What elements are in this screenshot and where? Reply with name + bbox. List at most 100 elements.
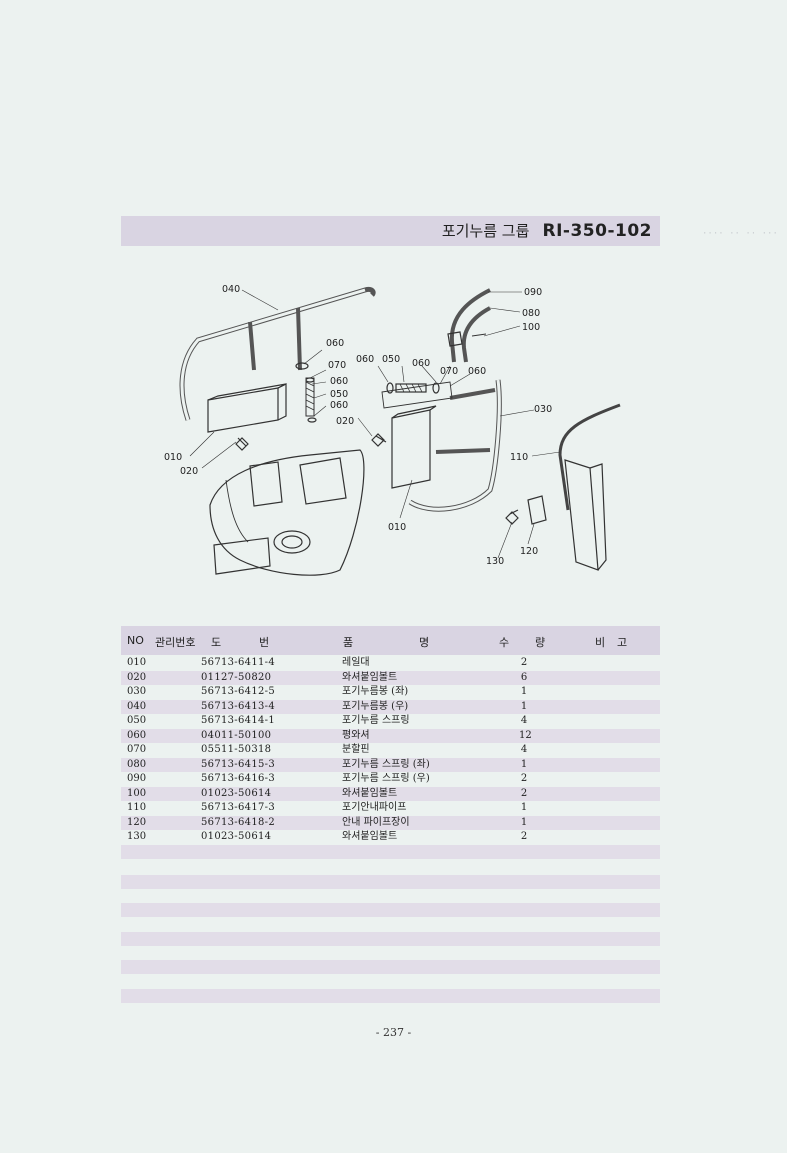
label-020: 020 — [336, 416, 354, 427]
cell-qty: 1 — [520, 686, 528, 697]
header-qty-1: 수 — [499, 636, 510, 649]
cell-part-name: 와셔붙임볼트 — [342, 787, 398, 799]
cell-qty: 6 — [520, 671, 528, 683]
label-060: 060 — [330, 376, 348, 387]
label-060: 060 — [356, 354, 374, 365]
table-row: 050 56713-6414-1 포기누름 스프링 4 — [121, 714, 660, 729]
cell-part-number: 56713-6415-3 — [201, 758, 275, 770]
cell-part-number: 56713-6418-2 — [201, 816, 275, 828]
cell-part-name: 안내 파이프장이 — [342, 816, 410, 828]
table-row: 080 56713-6415-3 포기누름 스프링 (좌) 1 — [121, 757, 660, 772]
cell-part-number: 56713-6412-5 — [201, 686, 275, 697]
cell-qty: 2 — [520, 773, 528, 784]
label-010: 010 — [164, 452, 182, 463]
cell-part-number: 56713-6414-1 — [201, 715, 275, 726]
cell-part-number: 01127-50820 — [201, 671, 272, 683]
label-080: 080 — [522, 308, 540, 319]
cell-part-name: 포기안내파이프 — [342, 802, 407, 813]
cell-qty: 2 — [520, 831, 528, 842]
parts-table-header: NO 관리번호 도 번 품 명 수 량 비 고 — [121, 626, 660, 655]
rail-010-left — [207, 387, 279, 433]
table-row: 030 56713-6412-5 포기누름봉 (좌) 1 — [121, 685, 660, 700]
cell-part-name: 포기누름봉 (좌) — [342, 686, 409, 697]
table-row: 040 56713-6413-4 포기누름봉 (우) 1 — [121, 699, 660, 714]
cell-qty: 1 — [520, 802, 528, 813]
empty-row-band — [121, 845, 660, 859]
table-row: 010 56713-6411-4 레일대 2 — [121, 656, 660, 671]
spring-080 — [461, 306, 491, 363]
cell-no: 020 — [127, 671, 147, 683]
label-100: 100 — [522, 322, 540, 333]
cell-no: 120 — [127, 816, 147, 828]
cell-qty: 1 — [520, 700, 528, 712]
cell-part-number: 01023-50614 — [201, 831, 272, 842]
table-row: 130 01023-50614 와셔붙임볼트 2 — [121, 830, 660, 845]
table-row: 100 01023-50614 와셔붙임볼트 2 — [121, 786, 660, 801]
header-mgmt-no: 관리번호 — [155, 636, 196, 649]
cell-no: 060 — [127, 729, 147, 741]
cell-qty: 4 — [520, 744, 528, 755]
group-code: RI-350-102 — [542, 221, 652, 241]
label-120: 120 — [520, 546, 538, 557]
section-title: 포기누름 그룹 RI-350-102 — [442, 220, 652, 241]
header-remark-2: 고 — [617, 636, 628, 649]
empty-row-band — [121, 903, 660, 917]
cell-part-name: 레일대 — [342, 657, 370, 668]
cell-qty: 2 — [520, 657, 528, 668]
page-number: - 237 - — [375, 1026, 412, 1039]
label-070: 070 — [440, 366, 458, 377]
cell-part-number: 56713-6417-3 — [201, 802, 275, 813]
label-020: 020 — [180, 466, 198, 477]
parts-table-body: 010 56713-6411-4 레일대 2 020 01127-50820 와… — [121, 656, 660, 845]
spring-050-right — [395, 383, 427, 393]
label-060: 060 — [330, 400, 348, 411]
header-name-1: 품 — [343, 636, 354, 649]
cell-no: 030 — [127, 686, 147, 697]
label-010: 010 — [388, 522, 406, 533]
label-110: 110 — [510, 452, 528, 463]
cell-qty: 12 — [519, 729, 532, 741]
faint-bleed-text: ···· ·· ·· ··· — [702, 229, 778, 239]
cell-part-number: 56713-6413-4 — [201, 700, 275, 712]
label-060: 060 — [468, 366, 486, 377]
header-drawing-1: 도 — [211, 636, 222, 649]
cell-qty: 1 — [520, 758, 528, 770]
header-no: NO — [127, 634, 144, 647]
cell-part-name: 분할핀 — [342, 744, 370, 755]
cell-no: 040 — [127, 700, 147, 712]
header-drawing-2: 번 — [259, 636, 270, 649]
label-040: 040 — [222, 284, 240, 295]
empty-row-band — [121, 960, 660, 974]
header-qty-2: 량 — [535, 636, 546, 649]
table-row: 070 05511-50318 분할핀 4 — [121, 743, 660, 758]
rod-030 — [408, 379, 502, 512]
empty-row-band — [121, 875, 660, 889]
cell-no: 100 — [127, 787, 147, 799]
empty-row-band — [121, 989, 660, 1003]
cell-qty: 2 — [520, 787, 528, 799]
label-130: 130 — [486, 556, 504, 567]
label-060: 060 — [412, 358, 430, 369]
label-090: 090 — [524, 287, 542, 298]
label-050: 050 — [382, 354, 400, 365]
cell-qty: 1 — [520, 816, 528, 828]
cell-part-number: 05511-50318 — [201, 744, 272, 755]
cell-part-name: 와셔붙임볼트 — [342, 671, 398, 683]
cell-part-number: 56713-6411-4 — [201, 657, 275, 668]
cell-no: 080 — [127, 758, 147, 770]
housing — [209, 449, 365, 576]
cell-no: 130 — [127, 831, 147, 842]
cell-no: 070 — [127, 744, 147, 755]
section-header: 포기누름 그룹 RI-350-102 — [121, 216, 660, 246]
cell-part-name: 포기누름봉 (우) — [342, 700, 409, 712]
header-name-2: 명 — [419, 636, 430, 649]
cell-part-name: 평와셔 — [342, 729, 370, 741]
spring-090 — [449, 288, 491, 363]
parts-diagram: 040 060 070 060 050 060 020 010 020 060 … — [164, 284, 621, 576]
group-title: 포기누름 그룹 — [441, 222, 530, 240]
cell-part-number: 01023-50614 — [201, 787, 272, 799]
table-row: 020 01127-50820 와셔붙임볼트 6 — [121, 670, 660, 685]
cell-part-name: 포기누름 스프링 (좌) — [342, 758, 430, 770]
cell-no: 010 — [127, 657, 147, 668]
empty-row-band — [121, 932, 660, 946]
